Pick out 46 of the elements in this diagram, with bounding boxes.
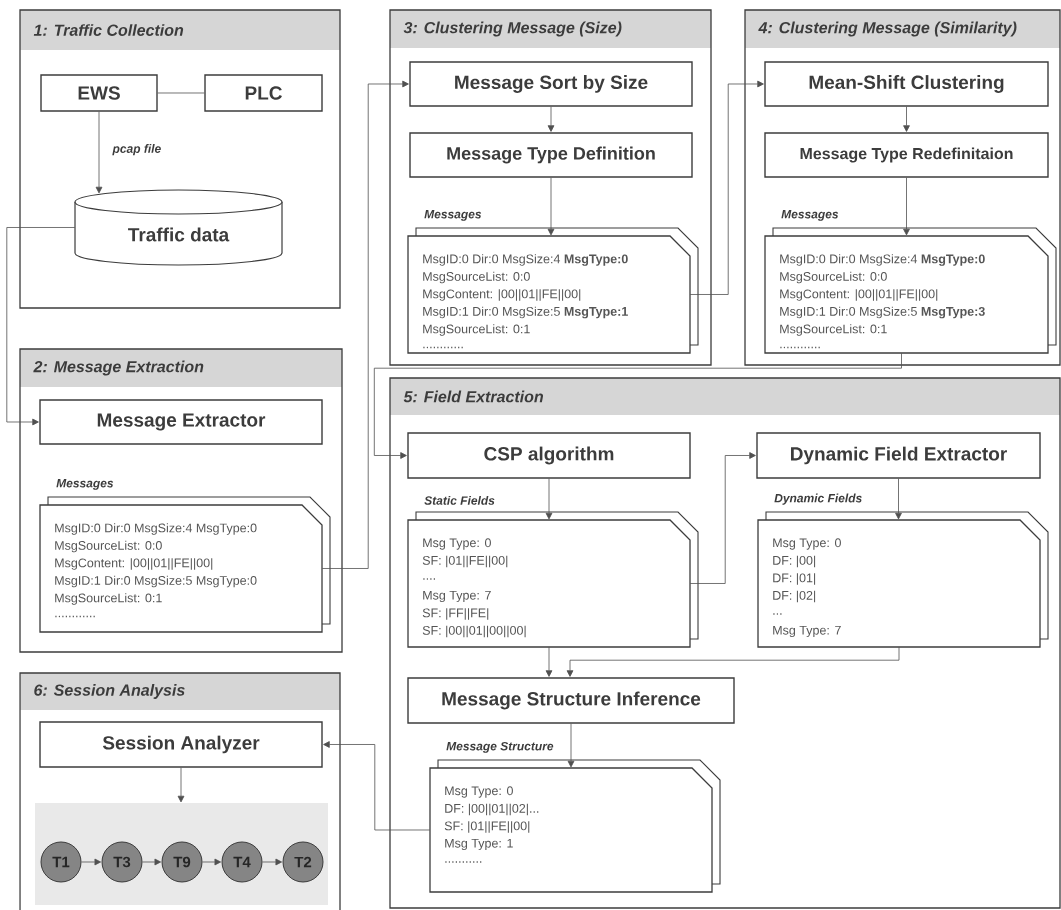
arrow <box>689 452 756 584</box>
record-line: ............ <box>423 346 463 349</box>
stack-heading: Messages <box>56 479 114 490</box>
process-box: Message Type Redefinitaion <box>764 132 1049 178</box>
process-box: EWS <box>40 74 158 112</box>
process-box: CSP algorithm <box>407 432 691 479</box>
process-box: Mean-Shift Clustering <box>764 61 1049 107</box>
arrow <box>177 767 185 803</box>
panel-heading: 5: Field Extraction <box>403 390 544 403</box>
arrow <box>903 106 910 132</box>
process-box: Message Structure Inference <box>407 677 735 724</box>
stack-heading: Messages <box>424 210 482 221</box>
panel-heading: 4: Clustering Message (Similarity) <box>758 21 1017 37</box>
arrow <box>547 106 555 132</box>
panel-heading: 1: Traffic Collection <box>33 24 184 36</box>
arrow <box>547 177 555 236</box>
process-box: Message Type Definition <box>409 132 693 178</box>
process-box: Message Extractor <box>39 399 323 445</box>
arrow <box>323 741 431 831</box>
stack-heading: Static Fields <box>424 496 495 505</box>
arrow <box>567 723 575 768</box>
stack-heading: Dynamic Fields <box>774 493 862 505</box>
arrow <box>202 858 221 866</box>
panel-heading: 2: Message Extraction <box>33 360 204 376</box>
process-box: Dynamic Field Extractor <box>756 432 1041 479</box>
process-box: Message Sort by Size <box>409 61 693 107</box>
arrow <box>566 646 900 677</box>
arrow <box>545 646 553 677</box>
panel-heading: 6: Session Analysis <box>34 684 185 699</box>
process-box: PLC <box>204 74 323 112</box>
arrow <box>262 858 282 866</box>
edge-label: pcap file <box>112 144 161 156</box>
stack-heading: Messages <box>781 210 839 221</box>
arrow <box>689 80 764 295</box>
panel-heading: 3: Clustering Message (Size) <box>403 21 622 37</box>
arrow <box>373 352 902 459</box>
arrow <box>321 80 409 569</box>
arrow <box>545 478 553 520</box>
arrow <box>903 177 910 236</box>
process-box: Session Analyzer <box>39 721 323 768</box>
arrow <box>895 478 902 520</box>
arrow <box>81 858 101 866</box>
arrow <box>142 858 161 866</box>
arrow <box>95 111 103 194</box>
arrow <box>6 227 76 426</box>
stack-heading: Message Structure <box>446 741 554 753</box>
